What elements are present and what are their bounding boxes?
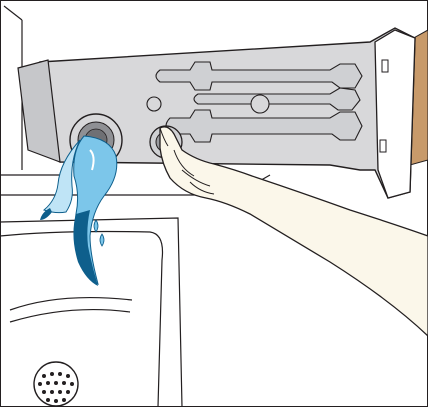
- drain-grate-icon: [34, 362, 78, 406]
